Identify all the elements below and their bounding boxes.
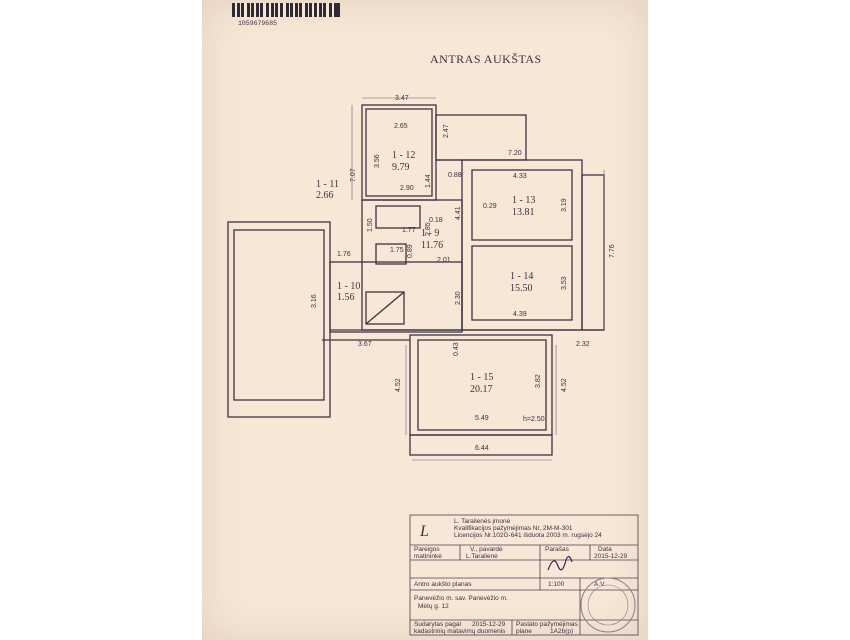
scale: 1:100 [548,581,565,588]
location-line2: Mėtų g. 12 [418,603,449,610]
dimension-label: 2.47 [443,124,450,138]
dimension-label: 6.44 [475,445,489,452]
dimension-label: 2.85 [425,222,432,236]
room-id: 1 - 9 [421,228,439,239]
room-area: 1.56 [337,292,355,303]
dimension-label: 0.29 [483,203,497,210]
room-id: 1 - 12 [392,150,415,161]
dimension-label: 7.76 [609,244,616,258]
dimension-label: 0.88 [448,172,462,179]
dimension-label: 0.43 [453,342,460,356]
name-value: L.Taralienė [466,553,498,560]
date-value: 2015-12-29 [594,553,628,560]
room-area: 13.81 [512,207,535,218]
room-area: 11.76 [421,240,443,251]
room-area: 15.50 [510,283,533,294]
dimension-label: 3.16 [311,294,318,308]
dimension-label: 3.82 [535,374,542,388]
dimension-label: 3.53 [561,276,568,290]
dimension-label: 0.89 [407,244,414,258]
dimension-label: 2.32 [576,341,590,348]
dimension-label: 1.77 [402,227,416,234]
round-stamp [580,577,636,633]
dimension-label: 1.50 [367,218,374,232]
col-position: Pareigos [414,546,440,553]
paper-sheet [202,0,648,640]
dimension-label: 2.01 [437,257,451,264]
company-name: L. Taralienės įmonė [454,518,511,525]
room-area: 2.66 [316,190,334,201]
company-logo-mark: L [419,523,429,540]
dimension-lines [351,97,605,461]
dimension-label: 1.75 [390,247,404,254]
dimension-label: 4.33 [513,173,527,180]
dimension-label: 4.52 [561,378,568,392]
sheet-value: 1A2b(p) [550,628,573,635]
dimension-label: 3.56 [374,154,381,168]
room-id: 1 - 13 [512,195,535,206]
room-area: 9.79 [392,162,410,173]
room-id: 1 - 15 [470,372,493,383]
dimension-label: 1.44 [425,174,432,188]
title-block: L L. Taralienės įmonė Kvalifikacijos paž… [409,514,639,636]
location-line1: Panevėžio m. sav. Panevėžio m. [414,595,508,602]
room-id: 1 - 11 [316,179,339,190]
room-id: 1 - 14 [510,271,533,282]
dimension-label: 0.18 [429,217,443,224]
signature [547,555,573,571]
dimension-label: 4.39 [513,311,527,318]
col-date: Data [598,546,612,553]
dimension-label: 2.30 [455,291,462,305]
barcode [232,3,340,17]
dimension-label: 4.52 [395,378,402,392]
room-area: 20.17 [470,384,493,395]
prepared-label: Sudarytas pagal [414,621,462,628]
dimension-label: 5.49 [475,415,489,422]
plan-name: Antro aukšto planas [414,581,472,588]
dimension-label: 7.07 [350,168,357,182]
plan-title: ANTRAS AUKŠTAS [430,52,542,66]
dimension-label: 4.41 [455,206,462,220]
barcode-number: 1059679685 [238,20,277,27]
dimension-label: 3.19 [561,198,568,212]
prepared-date: 2015-12-29 [472,621,506,628]
dimension-label: 1.76 [337,251,351,258]
qualification-text: Kvalifikacijos pažymėjimas Nr. 2M-M-301 [454,525,573,532]
prepared-sub: kadastrinių matavimų duomenis [414,628,506,635]
col-name: V., pavardė [470,546,503,553]
room-id: 1 - 10 [337,281,360,292]
sheet-code: A.V. [594,581,606,588]
dimension-label: 3.67 [358,341,372,348]
dimension-label: 2.90 [400,185,414,192]
dimension-labels: 3.47 2.65 2.47 7.20 3.56 7.07 1.44 0.88 … [311,95,616,452]
dimension-label: h=2.50 [523,416,545,423]
dimension-label: 2.65 [394,123,408,130]
dimension-label: 7.20 [508,150,522,157]
dimension-label: 3.47 [395,95,409,102]
sheet-label: Pastato pažymėjimas [516,621,579,628]
room-labels: 1 - 12 9.79 1 - 11 2.66 1 - 13 13.81 1 -… [316,150,535,395]
license-text: Licencijos Nr.102G-641 išduota 2003 m. r… [454,532,602,539]
plan-label: plane [516,628,532,635]
walls [227,104,605,456]
position-value: matininkė [414,553,442,560]
col-signature: Parašas [545,546,570,553]
